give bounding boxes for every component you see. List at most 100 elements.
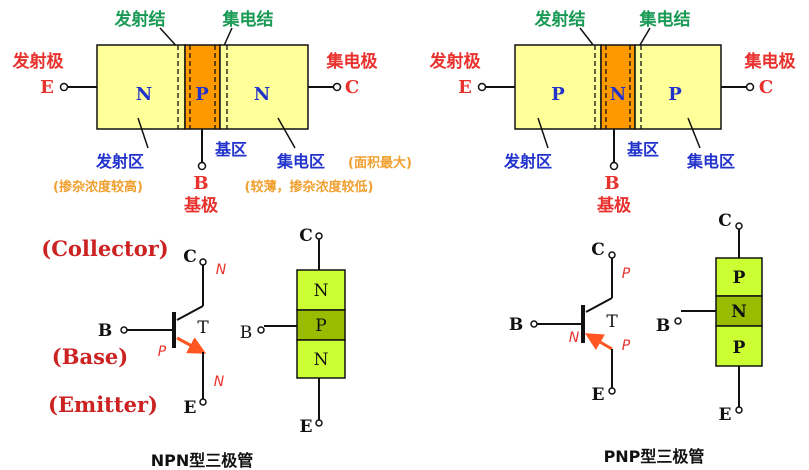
npn-stack-b-letter: B xyxy=(240,323,253,343)
npn-collector-pole-label: 集电极 xyxy=(326,51,378,72)
pnp-symbol-b-letter: B xyxy=(509,315,523,335)
pnp-collector-junction-label: 集电结 xyxy=(639,9,691,30)
npn-emitter-terminal xyxy=(59,82,69,92)
pnp-emitter-pole-label: 发射极 xyxy=(429,51,481,72)
pnp-collector-letter: C xyxy=(759,77,773,98)
pnp-collector-pole-label: 集电极 xyxy=(744,51,796,72)
npn-stack-top-letter: N xyxy=(314,281,329,301)
npn-hand-note-mid: P xyxy=(158,344,167,360)
npn-base-region-label: 基区 xyxy=(214,140,247,159)
pnp-stack-e-letter: E xyxy=(719,405,732,425)
npn-base-letter: B xyxy=(193,173,208,194)
npn-collector-terminal xyxy=(332,82,342,92)
npn-stack-bottom-letter: N xyxy=(314,350,329,370)
pnp-symbol-t-label: T xyxy=(606,312,618,332)
npn-emitter-pole-label: 发射极 xyxy=(12,51,64,72)
npn-symbol-e-letter: E xyxy=(184,398,197,418)
npn-stack-bottom-layer xyxy=(296,339,346,379)
npn-base-region-note: (较薄，掺杂浓度较低) xyxy=(245,179,374,195)
npn-base-english-label: (Base) xyxy=(52,344,128,369)
npn-stack-e-letter: E xyxy=(300,417,313,437)
npn-emitter-english-label: (Emitter) xyxy=(48,392,158,417)
npn-stack-top-layer xyxy=(296,269,346,311)
pnp-base-region-label: 基区 xyxy=(626,140,659,159)
pnp-symbol: C B E T P N P xyxy=(509,240,631,405)
pnp-stack-top-letter: P xyxy=(733,268,746,288)
npn-caption: NPN型三极管 xyxy=(151,451,254,470)
npn-emitter-region-label: 发射区 xyxy=(95,152,144,171)
pnp-caption: PNP型三极管 xyxy=(604,447,705,466)
pnp-stack-c-letter: C xyxy=(718,211,732,231)
pnp-emitter-region-pointer xyxy=(537,117,549,149)
npn-symbol-t-label: T xyxy=(197,318,209,338)
pnp-stack-b-letter: B xyxy=(656,316,670,336)
npn-collector-junction-label: 集电结 xyxy=(222,9,274,30)
pnp-base-pole-label: 基极 xyxy=(596,195,631,216)
npn-stack-middle-letter: P xyxy=(315,316,326,336)
npn-collector-english-label: (Collector) xyxy=(41,236,168,261)
pnp-stack-bottom-letter: P xyxy=(733,338,746,358)
pnp-stack-b-terminal xyxy=(674,317,682,325)
npn-structure: 发射结 集电结 发射极 E N P N 集电极 C 发射区 (掺杂浓度较高) 基… xyxy=(12,9,412,216)
npn-collector-region-note: (面积最大) xyxy=(348,155,412,171)
pnp-middle-region-letter: N xyxy=(610,84,626,105)
pnp-symbol-c-letter: C xyxy=(591,240,605,260)
pnp-symbol-c-terminal xyxy=(608,251,616,259)
npn-symbol-collector-lead xyxy=(176,305,204,321)
npn-base-pole-label: 基极 xyxy=(183,195,218,216)
pnp-collector-terminal xyxy=(745,82,755,92)
pnp-emitter-terminal xyxy=(477,82,487,92)
pnp-left-region xyxy=(514,44,602,130)
npn-emitter-region-note: (掺杂浓度较高) xyxy=(53,179,143,195)
pnp-middle-region xyxy=(600,44,636,130)
pnp-hand-note-bottom: P xyxy=(622,338,631,354)
pnp-stack-middle-letter: N xyxy=(731,302,747,322)
npn-middle-region xyxy=(184,44,221,130)
npn-right-region-letter: N xyxy=(254,84,270,105)
npn-left-region xyxy=(96,44,186,130)
npn-symbol-b-terminal xyxy=(120,326,128,334)
npn-collector-region-pointer xyxy=(277,117,296,149)
npn-right-region xyxy=(219,44,309,130)
npn-hand-note-top: N xyxy=(216,262,227,278)
npn-symbol-emitter-arrow xyxy=(176,336,207,354)
npn-base-terminal xyxy=(197,161,207,171)
pnp-stack-c-terminal xyxy=(735,222,743,230)
npn-symbol-b-letter: B xyxy=(98,321,112,341)
pnp-left-region-letter: P xyxy=(551,84,565,105)
npn-emitter-junction-label: 发射结 xyxy=(114,9,166,30)
pnp-collector-region-pointer xyxy=(687,117,701,149)
pnp-hand-note-mid: N xyxy=(569,330,580,346)
pnp-symbol-e-terminal xyxy=(608,387,616,395)
pnp-hand-note-top: P xyxy=(622,266,631,282)
pnp-stack-bottom-layer xyxy=(715,325,763,367)
npn-symbol-c-terminal xyxy=(199,258,207,266)
pnp-symbol-b-terminal xyxy=(530,320,538,328)
pnp-emitter-letter: E xyxy=(458,77,472,98)
pnp-emitter-junction-label: 发射结 xyxy=(534,9,586,30)
pnp-right-region-letter: P xyxy=(668,84,682,105)
npn-collector-region-label: 集电区 xyxy=(276,152,325,171)
pnp-emitter-region-label: 发射区 xyxy=(503,152,552,171)
npn-hand-note-bottom: N xyxy=(214,374,225,390)
pnp-collector-region-label: 集电区 xyxy=(686,152,735,171)
npn-stack-b-terminal xyxy=(257,326,265,334)
pnp-symbol-collector-lead xyxy=(585,297,613,313)
npn-stack: C N P N B E xyxy=(240,226,346,437)
pnp-base-terminal xyxy=(609,161,619,171)
pnp-stack-top-layer xyxy=(715,257,763,297)
pnp-stack: C P N P B E xyxy=(656,211,763,425)
pnp-stack-e-terminal xyxy=(735,406,743,414)
npn-left-region-letter: N xyxy=(136,84,152,105)
pnp-symbol-e-letter: E xyxy=(592,385,605,405)
npn-stack-e-terminal xyxy=(315,419,323,427)
npn-stack-c-terminal xyxy=(315,232,323,240)
npn-emitter-region-pointer xyxy=(137,117,149,149)
npn-middle-region-letter: P xyxy=(195,84,209,105)
pnp-base-letter: B xyxy=(604,173,619,194)
npn-emitter-letter: E xyxy=(40,77,54,98)
npn-collector-letter: C xyxy=(345,77,359,98)
pnp-structure: 发射结 集电结 发射极 E P N P 集电极 C 发射区 基区 B 基极 集电… xyxy=(429,9,796,216)
npn-stack-c-letter: C xyxy=(299,226,313,246)
